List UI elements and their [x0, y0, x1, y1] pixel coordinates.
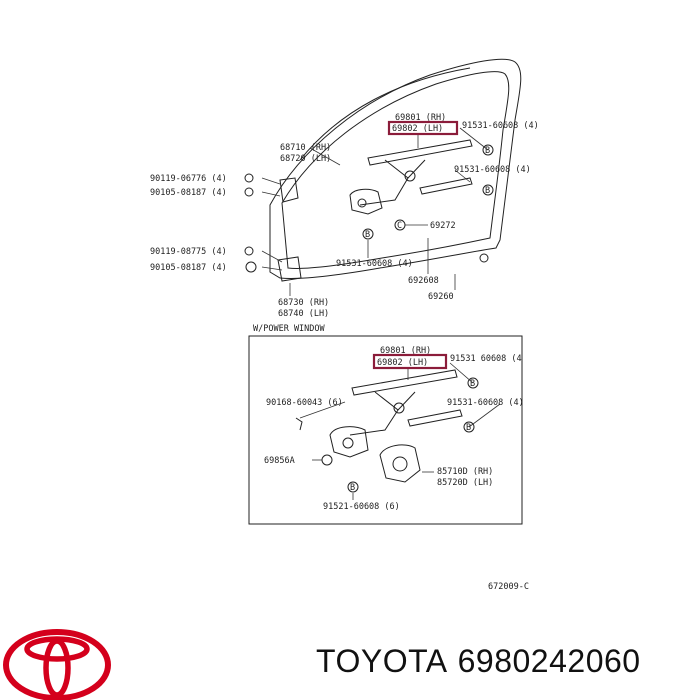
label-bolt-90105-08187-a: 90105-08187 (4) — [150, 188, 227, 198]
label-bolt-mid-power: 91531-60608 (4) — [447, 398, 524, 408]
label-69801-rh-power: 69801 (RH) — [380, 346, 431, 356]
bolt-symbols-power: B B B — [295, 377, 479, 493]
label-bolt-91531-bottom: 91531-60608 (4) — [336, 259, 413, 269]
label-clip-69272: 69272 — [430, 221, 456, 231]
label-screw-90168: 90168-60043 (6) — [266, 398, 343, 408]
label-bolt-top-upper: 91531-60608 (4) — [462, 121, 539, 131]
inset-title: W/POWER WINDOW — [253, 324, 326, 334]
highlight-box-upper — [387, 120, 459, 136]
label-hinge-68740: 68740 (LH) — [278, 309, 329, 319]
label-bolt-90119-06776: 90119-06776 (4) — [150, 174, 227, 184]
svg-text:B: B — [485, 186, 490, 196]
highlight-box-power — [372, 353, 448, 370]
label-69802-lh-power: 69802 (LH) — [377, 358, 428, 368]
label-bolt-90119-08775: 90119-08775 (4) — [150, 247, 227, 257]
label-motor-lh: 85720D (LH) — [437, 478, 493, 488]
diagram-code: 672009-C — [488, 582, 529, 592]
window-regulator-upper — [349, 139, 473, 215]
label-motor-rh: 85710D (RH) — [437, 467, 493, 477]
label-bolt-bottom-power: 91521-60608 (6) — [323, 502, 400, 512]
svg-text:B: B — [350, 483, 355, 493]
label-69802-lh-upper: 69802 (LH) — [392, 124, 443, 134]
label-bolt-top-power: 91531 60608 (4 — [450, 354, 522, 364]
toyota-logo — [3, 629, 111, 700]
label-bolt-91531-right: 91531-60608 (4) — [454, 165, 531, 175]
label-grommet-69856a: 69856A — [264, 456, 295, 466]
svg-text:B: B — [470, 379, 475, 389]
label-hinge-68710: 68710 (RH) — [280, 143, 331, 153]
label-69260: 69260 — [428, 292, 454, 302]
part-number: 6980242060 — [457, 643, 641, 679]
label-692608: 692608 — [408, 276, 439, 286]
power-window-inset-frame — [248, 335, 523, 525]
label-bolt-90105-08187-b: 90105-08187 (4) — [150, 263, 227, 273]
brand-name: TOYOTA — [316, 643, 448, 679]
svg-text:B: B — [485, 146, 490, 156]
window-regulator-power — [329, 369, 463, 483]
leader-lines-upper — [261, 127, 489, 296]
hinge-upper — [277, 177, 302, 282]
bolt-symbols-upper: B B B C — [244, 144, 494, 273]
leader-lines-power — [299, 362, 501, 500]
svg-text:C: C — [397, 221, 402, 231]
label-hinge-68720: 68720 (LH) — [280, 154, 331, 164]
svg-text:B: B — [365, 230, 370, 240]
label-hinge-68730: 68730 (RH) — [278, 298, 329, 308]
svg-text:B: B — [466, 423, 471, 433]
label-69801-rh-upper: 69801 (RH) — [395, 113, 446, 123]
door-outline — [269, 58, 522, 279]
